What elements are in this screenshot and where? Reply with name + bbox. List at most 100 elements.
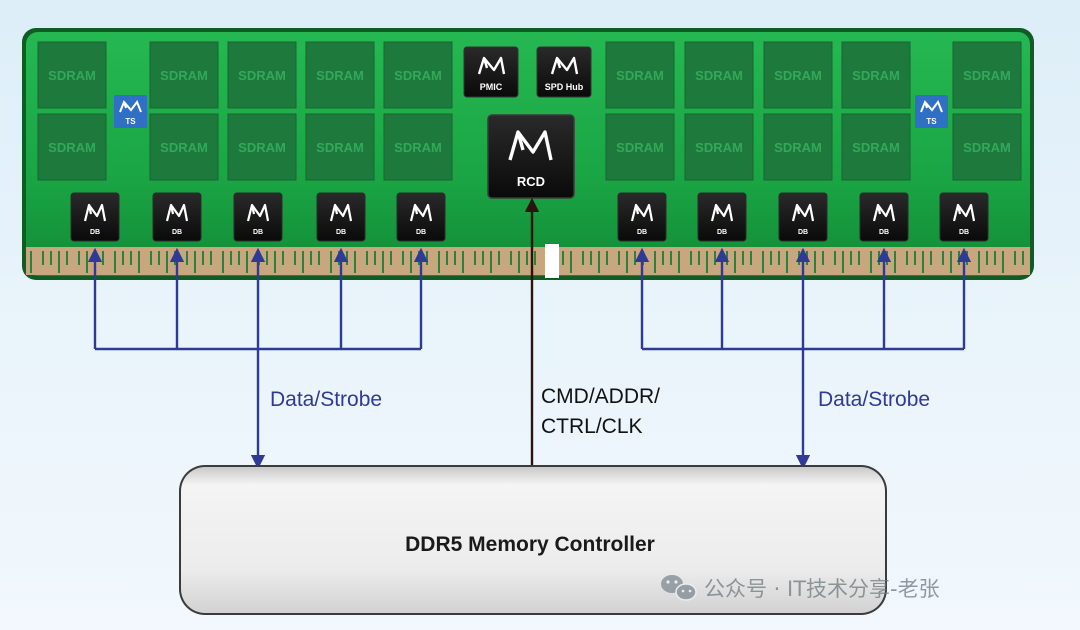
right-data-bus [634, 247, 972, 470]
connector-pin [906, 251, 908, 265]
connector-pin [266, 251, 268, 265]
connector-pin [446, 251, 448, 265]
connector-pin [50, 251, 52, 265]
connector-pin [1014, 251, 1016, 265]
micron-logo-icon [630, 203, 654, 222]
sdram-chip: SDRAM [383, 41, 453, 109]
connector-pin [654, 251, 656, 273]
sdram-label: SDRAM [963, 140, 1011, 155]
connector-pin [930, 251, 932, 265]
connector-pin [922, 251, 924, 273]
micron-logo-icon [83, 203, 107, 222]
connector-pin [42, 251, 44, 265]
micron-logo-icon [791, 203, 815, 222]
micron-logo-icon [952, 203, 976, 222]
db-label: DB [717, 229, 727, 236]
db-label: DB [336, 229, 346, 236]
db-chip: DB [316, 192, 366, 242]
pmic-chip: PMIC [463, 46, 519, 98]
connector-pin [402, 251, 404, 265]
cmd-addr-label-line2: CTRL/CLK [541, 415, 643, 438]
sdram-chip: SDRAM [605, 113, 675, 181]
connector-pin [914, 251, 916, 265]
sdram-label: SDRAM [695, 68, 743, 83]
ts-label: TS [125, 117, 136, 126]
connector-pin [426, 251, 428, 265]
connector-pin [114, 251, 116, 273]
sdram-label: SDRAM [852, 140, 900, 155]
connector-pin [850, 251, 852, 265]
db-chip: DB [939, 192, 989, 242]
connector-pin [806, 251, 808, 265]
cmd-addr-label-line1: CMD/ADDR/ [541, 385, 660, 408]
sdram-label: SDRAM [695, 140, 743, 155]
sdram-chip: SDRAM [684, 41, 754, 109]
ts-label: TS [926, 117, 937, 126]
rcd-label: RCD [517, 174, 545, 189]
connector-pin [822, 251, 824, 265]
micron-logo-icon [165, 203, 189, 222]
connector-pin [86, 251, 88, 273]
sdram-label: SDRAM [394, 140, 442, 155]
connector-pin [150, 251, 152, 265]
connector-pin [994, 251, 996, 265]
connector-pin [382, 251, 384, 273]
connector-pin [986, 251, 988, 265]
db-label: DB [959, 229, 969, 236]
connector-pin [878, 251, 880, 265]
pmic-label: PMIC [480, 82, 503, 92]
connector-pin [526, 251, 528, 265]
sdram-chip: SDRAM [684, 113, 754, 181]
sdram-label: SDRAM [394, 68, 442, 83]
connector-pin [670, 251, 672, 265]
connector-pin [130, 251, 132, 265]
connector-pin [598, 251, 600, 273]
left-data-bus [87, 247, 429, 470]
connector-pin [410, 251, 412, 273]
sdram-chip: SDRAM [841, 113, 911, 181]
db-label: DB [879, 229, 889, 236]
connector-pin [618, 251, 620, 265]
sdram-chip: SDRAM [952, 113, 1022, 181]
spd-hub-label: SPD Hub [545, 82, 584, 92]
sdram-label: SDRAM [616, 68, 664, 83]
memory-controller: DDR5 Memory Controller [179, 465, 887, 615]
sdram-label: SDRAM [774, 68, 822, 83]
connector-pin [294, 251, 296, 265]
connector-pin [30, 251, 32, 273]
connector-pin [510, 251, 512, 265]
connector-pin [870, 251, 872, 273]
connector-pin [958, 251, 960, 265]
connector-pin [498, 251, 500, 265]
micron-logo-icon [920, 99, 943, 113]
sdram-chip: SDRAM [149, 41, 219, 109]
connector-pin [438, 251, 440, 273]
connector-pin [726, 251, 728, 265]
connector-pin [302, 251, 304, 273]
micron-logo-icon [477, 56, 506, 75]
connector-pin [138, 251, 140, 273]
connector-pin [238, 251, 240, 265]
connector-pin [282, 251, 284, 265]
db-label: DB [637, 229, 647, 236]
connector-pin [786, 251, 788, 273]
connector-key-notch [545, 244, 559, 278]
sdram-chip: SDRAM [227, 41, 297, 109]
connector-pin [102, 251, 104, 265]
connector-pin [778, 251, 780, 265]
db-chip: DB [778, 192, 828, 242]
sdram-chip: SDRAM [37, 41, 107, 109]
connector-pin [894, 251, 896, 273]
connector-pin [318, 251, 320, 265]
db-chip: DB [152, 192, 202, 242]
connector-pin [482, 251, 484, 265]
watermark: 公众号 · IT技术分享-老张 [661, 575, 940, 601]
micron-logo-icon [329, 203, 353, 222]
db-chip: DB [396, 192, 446, 242]
connector-pin [750, 251, 752, 265]
db-label: DB [90, 229, 100, 236]
sdram-chip: SDRAM [763, 113, 833, 181]
sdram-chip: SDRAM [841, 41, 911, 109]
connector-pin [634, 251, 636, 265]
